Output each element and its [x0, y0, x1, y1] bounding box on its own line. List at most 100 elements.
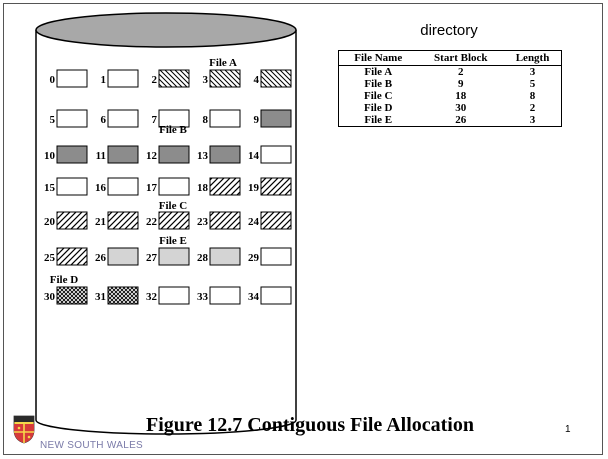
- disk-block-16: 16: [95, 177, 139, 196]
- disk-block-21: 21: [95, 211, 139, 230]
- disk-block-31: 31: [95, 286, 139, 305]
- file-name-cell: File D: [364, 102, 393, 114]
- block-box: [107, 145, 139, 164]
- block-box: [260, 177, 292, 196]
- slide-frame: [3, 3, 603, 455]
- block-number: 25: [44, 252, 56, 264]
- length-cell: 2: [529, 102, 536, 114]
- disk-cylinder-top: [35, 12, 297, 48]
- disk-block-20: 20: [44, 211, 88, 230]
- block-box: [209, 286, 241, 305]
- block-box: [56, 109, 88, 128]
- block-number: 1: [101, 74, 107, 86]
- block-box: [158, 145, 190, 164]
- disk-block-18: 18: [197, 177, 241, 196]
- block-number: 16: [95, 182, 107, 194]
- block-number: 24: [248, 216, 260, 228]
- disk-block-15: 15: [44, 177, 88, 196]
- disk-block-17: 17: [146, 177, 190, 196]
- disk-block-19: 19: [248, 177, 292, 196]
- block-number: 14: [248, 150, 260, 162]
- file-name-cell: File C: [364, 90, 393, 102]
- length-cell: 8: [529, 90, 536, 102]
- block-box: [56, 247, 88, 266]
- disk-block-11: 11: [96, 145, 139, 164]
- block-box: [209, 145, 241, 164]
- disk-block-28: 28: [197, 247, 241, 266]
- block-number: 0: [50, 74, 56, 86]
- start-block-cell: 9: [458, 78, 464, 90]
- block-number: 2: [152, 74, 158, 86]
- block-number: 15: [44, 182, 56, 194]
- directory-title: directory: [420, 22, 478, 39]
- block-box: [260, 69, 292, 88]
- block-number: 29: [248, 252, 260, 264]
- block-number: 6: [101, 114, 107, 126]
- table-row: File A 2 3: [339, 66, 562, 79]
- disk-block-4: 4: [254, 69, 292, 88]
- block-number: 30: [44, 291, 56, 303]
- header-start-block: Start Block: [417, 50, 505, 66]
- disk-block-8: 8: [203, 109, 241, 128]
- block-number: 18: [197, 182, 209, 194]
- file-label: File D: [50, 274, 78, 286]
- block-box: [209, 69, 241, 88]
- block-number: 4: [254, 74, 260, 86]
- block-number: 33: [197, 291, 209, 303]
- length-cell: 5: [529, 78, 536, 90]
- block-number: 32: [146, 291, 158, 303]
- table-row: File D 30 2: [339, 102, 562, 114]
- block-number: 5: [50, 114, 56, 126]
- disk-block-30: 30: [44, 286, 88, 305]
- block-box: [158, 247, 190, 266]
- block-box: [158, 109, 190, 128]
- block-box: [158, 69, 190, 88]
- disk-cylinder-body: [35, 30, 297, 420]
- length-cell: 3: [529, 114, 536, 126]
- block-number: 12: [146, 150, 158, 162]
- university-crest-icon: [13, 415, 35, 444]
- header-length: Length: [504, 50, 562, 66]
- file-label: File C: [159, 200, 187, 212]
- start-block-cell: 30: [455, 102, 467, 114]
- block-box: [209, 177, 241, 196]
- block-box: [107, 286, 139, 305]
- block-box: [56, 177, 88, 196]
- block-number: 11: [96, 150, 106, 162]
- table-row: File C 18 8: [339, 90, 562, 102]
- block-box: [209, 109, 241, 128]
- disk-block-10: 10: [44, 145, 88, 164]
- block-number: 34: [248, 291, 260, 303]
- block-box: [56, 286, 88, 305]
- block-box: [107, 109, 139, 128]
- file-name-cell: File E: [364, 114, 393, 126]
- directory-table: File Name Start Block Length File A 2 3 …: [338, 50, 562, 127]
- block-number: 8: [203, 114, 209, 126]
- block-box: [107, 69, 139, 88]
- university-logo-text: NEW SOUTH WALES: [40, 440, 144, 451]
- disk-block-1: 1: [101, 69, 139, 88]
- block-number: 31: [95, 291, 106, 303]
- disk-block-24: 24: [248, 211, 292, 230]
- file-label: File B: [159, 124, 187, 136]
- disk-block-12: 12: [146, 145, 190, 164]
- file-name-cell: File A: [364, 66, 393, 78]
- block-number: 28: [197, 252, 209, 264]
- directory-header-row: File Name Start Block Length: [338, 50, 562, 66]
- disk-block-22: 22: [146, 211, 190, 230]
- header-file-name: File Name: [338, 50, 418, 66]
- page-number: 1: [565, 424, 571, 435]
- block-box: [260, 211, 292, 230]
- block-number: 13: [197, 150, 209, 162]
- block-box: [209, 211, 241, 230]
- block-box: [158, 211, 190, 230]
- block-box: [260, 145, 292, 164]
- disk-block-23: 23: [197, 211, 241, 230]
- disk-block-33: 33: [197, 286, 241, 305]
- start-block-cell: 26: [455, 114, 467, 126]
- file-name-cell: File B: [364, 78, 393, 90]
